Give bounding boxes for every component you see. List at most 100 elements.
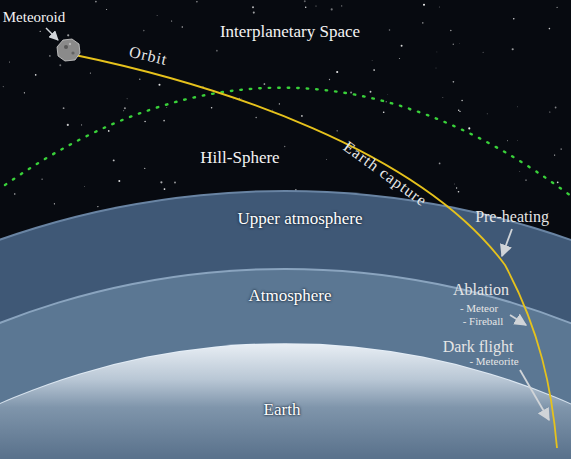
phase-label: Ablation	[453, 281, 509, 299]
star	[461, 100, 463, 102]
band-label: Upper atmosphere	[237, 210, 362, 229]
star	[453, 81, 455, 83]
star	[517, 106, 519, 108]
star	[507, 140, 509, 142]
star	[305, 7, 307, 9]
star	[442, 96, 444, 98]
star	[513, 18, 514, 19]
star	[555, 107, 557, 109]
object-label: Meteoroid	[3, 9, 65, 26]
star	[329, 79, 330, 80]
leader-arrow	[510, 315, 526, 325]
hill-sphere-boundary	[5, 88, 571, 196]
star	[95, 1, 97, 3]
star	[216, 50, 218, 52]
phase-label: Dark flight	[443, 338, 514, 356]
star	[487, 113, 488, 114]
star	[163, 120, 165, 122]
star	[123, 110, 125, 112]
star	[387, 94, 389, 96]
phase-sublabel: - Meteorite	[469, 355, 518, 367]
star	[373, 69, 375, 71]
star	[370, 91, 372, 93]
star	[3, 86, 4, 87]
star	[67, 124, 69, 126]
star	[144, 168, 145, 169]
star	[143, 30, 145, 32]
star	[97, 206, 98, 207]
star	[341, 5, 342, 6]
star	[284, 146, 286, 148]
star	[331, 8, 333, 10]
star	[124, 107, 126, 109]
star	[383, 111, 385, 113]
star	[525, 180, 526, 181]
star	[174, 181, 176, 183]
star	[118, 180, 120, 182]
star	[453, 43, 455, 45]
star	[264, 83, 266, 85]
star	[49, 55, 50, 56]
star	[40, 31, 41, 32]
star	[41, 179, 42, 180]
star	[517, 139, 519, 141]
star	[512, 48, 514, 50]
star	[158, 84, 160, 86]
star	[560, 148, 562, 150]
phase-sublabel: - Fireball	[463, 315, 504, 327]
star	[24, 92, 25, 93]
star	[63, 107, 65, 109]
star	[67, 34, 69, 36]
star	[439, 163, 441, 165]
star	[279, 103, 280, 104]
star	[106, 9, 107, 10]
star	[399, 58, 400, 59]
star	[108, 130, 110, 132]
star	[113, 159, 115, 161]
meteoroid-trajectory	[75, 55, 557, 448]
band-label: Earth	[264, 401, 301, 420]
star	[450, 30, 452, 32]
star	[182, 26, 184, 28]
star	[436, 51, 438, 53]
band-label: Atmosphere	[248, 287, 331, 306]
leader-arrow	[502, 229, 512, 256]
star	[556, 7, 557, 8]
star	[458, 110, 459, 111]
phase-sublabel: - Meteor	[460, 302, 498, 314]
star	[126, 98, 128, 100]
star	[81, 124, 82, 125]
region-label: Interplanetary Space	[220, 23, 360, 42]
star	[253, 12, 255, 14]
path-label: Earth capture	[340, 138, 430, 210]
star	[386, 101, 387, 102]
star	[301, 115, 303, 117]
path-label: Orbit	[127, 43, 169, 69]
star	[171, 20, 172, 21]
meteoroid-rock	[57, 39, 80, 61]
star	[423, 4, 425, 6]
star	[255, 117, 257, 119]
star	[454, 183, 456, 185]
region-label: Hill-Sphere	[200, 149, 279, 168]
star	[401, 45, 403, 47]
star	[459, 43, 461, 45]
star	[468, 127, 470, 129]
star	[164, 188, 166, 190]
star	[160, 181, 162, 183]
leader-arrow	[520, 370, 549, 420]
star	[90, 73, 91, 74]
star	[371, 60, 373, 62]
star	[241, 97, 243, 99]
star	[336, 130, 338, 132]
star	[557, 181, 559, 183]
star	[304, 0, 306, 2]
star	[84, 186, 86, 188]
star	[9, 61, 10, 62]
star	[350, 91, 352, 93]
star	[389, 29, 391, 31]
star	[336, 71, 338, 73]
star	[14, 193, 15, 194]
star	[59, 64, 61, 66]
